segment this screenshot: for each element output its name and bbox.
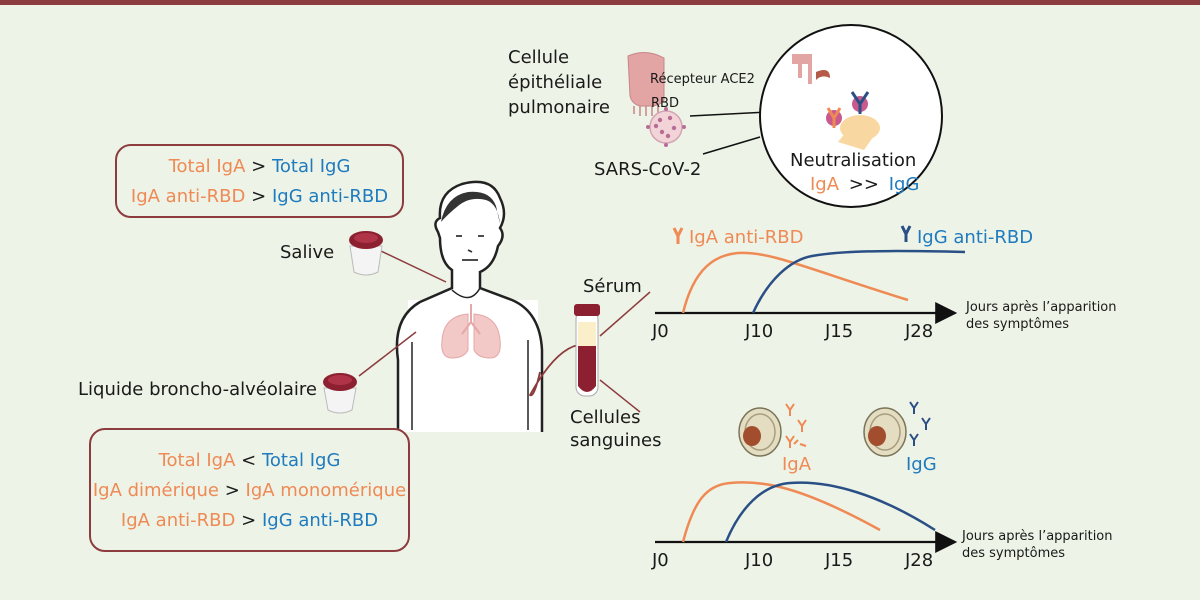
bal-comparison-box: Total IgA < Total IgG IgA dimérique > Ig… xyxy=(89,428,410,552)
bottom-axis-label-2: des symptômes xyxy=(962,546,1065,561)
saliva-line-2: IgA anti-RBD > IgG anti-RBD xyxy=(117,182,402,212)
antibody-icon xyxy=(900,225,912,242)
cells-connector xyxy=(599,379,641,413)
top-chart: IgA anti-RBD IgG anti-RBD J0 J10 J15 J28… xyxy=(651,225,1117,342)
plasma-cell-icon xyxy=(738,407,782,457)
bal-line-3: IgA anti-RBD > IgG anti-RBD xyxy=(91,506,408,536)
cell-igg-label: IgG xyxy=(906,454,937,475)
cellule-label-1: Cellule xyxy=(508,47,569,68)
virus-label: SARS-CoV-2 xyxy=(594,159,701,180)
bal-total-igg: Total IgG xyxy=(261,450,341,471)
top-tick-j10: J10 xyxy=(744,321,773,342)
blood-tube-icon xyxy=(574,304,600,397)
bal-igg-rbd: IgG anti-RBD xyxy=(261,510,379,531)
ace2-receptor-icon xyxy=(792,54,830,84)
saliva-total-igg: Total IgG xyxy=(271,156,351,177)
bottom-chart: J0 J10 J15 J28 Jours après l’apparition … xyxy=(651,481,1113,571)
saliva-iga-rbd: IgA anti-RBD xyxy=(130,186,246,207)
liquide-label: Liquide broncho-alvéolaire xyxy=(78,379,317,400)
top-legend-iga: IgA anti-RBD xyxy=(689,227,803,248)
saliva-igg-rbd: IgG anti-RBD xyxy=(271,186,389,207)
serum-label: Sérum xyxy=(583,276,642,297)
top-igg-curve xyxy=(751,249,966,314)
bottom-iga-curve xyxy=(681,481,881,543)
sample-cup-icon xyxy=(323,373,357,414)
blood-draw-line xyxy=(528,344,579,397)
saliva-total-iga: Total IgA xyxy=(168,156,246,177)
neutralisation-comparison: IgA >> IgG xyxy=(810,174,919,195)
bal-line-1: Total IgA < Total IgG xyxy=(91,446,408,476)
bottom-tick-j10: J10 xyxy=(744,550,773,571)
top-tick-j0: J0 xyxy=(651,321,669,342)
top-axis-label-2: des symptômes xyxy=(966,317,1069,332)
bottom-igg-curve xyxy=(724,481,936,543)
plasma-cell-icon xyxy=(863,407,907,457)
top-legend-igg: IgG anti-RBD xyxy=(917,227,1033,248)
salive-label: Salive xyxy=(280,242,334,263)
virus-icon xyxy=(646,107,686,147)
antibody-icon xyxy=(785,403,807,448)
neutralisation-igg: IgG xyxy=(889,174,920,195)
saliva-op-1: > xyxy=(251,156,267,177)
bottom-tick-j28: J28 xyxy=(904,550,933,571)
bal-iga-rbd: IgA anti-RBD xyxy=(120,510,236,531)
virus-connector-top xyxy=(689,111,769,117)
bal-line-2: IgA dimérique > IgA monomérique xyxy=(91,476,408,506)
antibody-icon xyxy=(826,91,880,150)
top-axis-label-1: Jours après l’apparition xyxy=(965,300,1117,315)
lung-cell-icon xyxy=(627,52,665,116)
neutralisation-circle xyxy=(759,24,943,208)
serum-connector xyxy=(599,291,651,337)
bal-connector xyxy=(358,331,417,377)
saliva-line-1: Total IgA > Total IgG xyxy=(117,152,402,182)
neutralisation-iga: IgA xyxy=(810,174,840,195)
neutralisation-label: Neutralisation xyxy=(790,150,916,171)
bal-iga-dimeric: IgA dimérique xyxy=(92,480,219,501)
top-tick-j15: J15 xyxy=(824,321,853,342)
virus-connector-bottom xyxy=(702,136,761,155)
cell-iga-label: IgA xyxy=(782,454,812,475)
sample-cup-icon xyxy=(349,231,383,276)
human-figure-icon xyxy=(395,180,544,432)
antibody-icon xyxy=(672,227,684,244)
recepteur-label: Récepteur ACE2 xyxy=(650,72,755,87)
bal-op-3: > xyxy=(241,510,257,531)
neutralisation-op: >> xyxy=(849,174,879,195)
top-iga-curve xyxy=(681,251,909,314)
rbd-label: RBD xyxy=(651,96,679,111)
cellule-label-3: pulmonaire xyxy=(508,97,610,118)
cellule-label-2: épithéliale xyxy=(508,72,602,93)
saliva-connector xyxy=(380,250,447,283)
bottom-axis-label-1: Jours après l’apparition xyxy=(961,529,1113,544)
cellules-label-1: Cellules xyxy=(570,407,641,428)
bal-total-iga: Total IgA xyxy=(158,450,236,471)
bottom-tick-j15: J15 xyxy=(824,550,853,571)
saliva-comparison-box: Total IgA > Total IgG IgA anti-RBD > IgG… xyxy=(115,144,404,218)
top-tick-j28: J28 xyxy=(904,321,933,342)
antibody-icon xyxy=(909,401,931,446)
bal-iga-monomeric: IgA monomérique xyxy=(245,480,407,501)
cellules-label-2: sanguines xyxy=(570,430,662,451)
bal-op-1: < xyxy=(241,450,257,471)
top-border xyxy=(0,0,1200,5)
bottom-tick-j0: J0 xyxy=(651,550,669,571)
lungs-icon xyxy=(441,304,501,359)
bal-op-2: > xyxy=(224,480,240,501)
saliva-op-2: > xyxy=(251,186,267,207)
